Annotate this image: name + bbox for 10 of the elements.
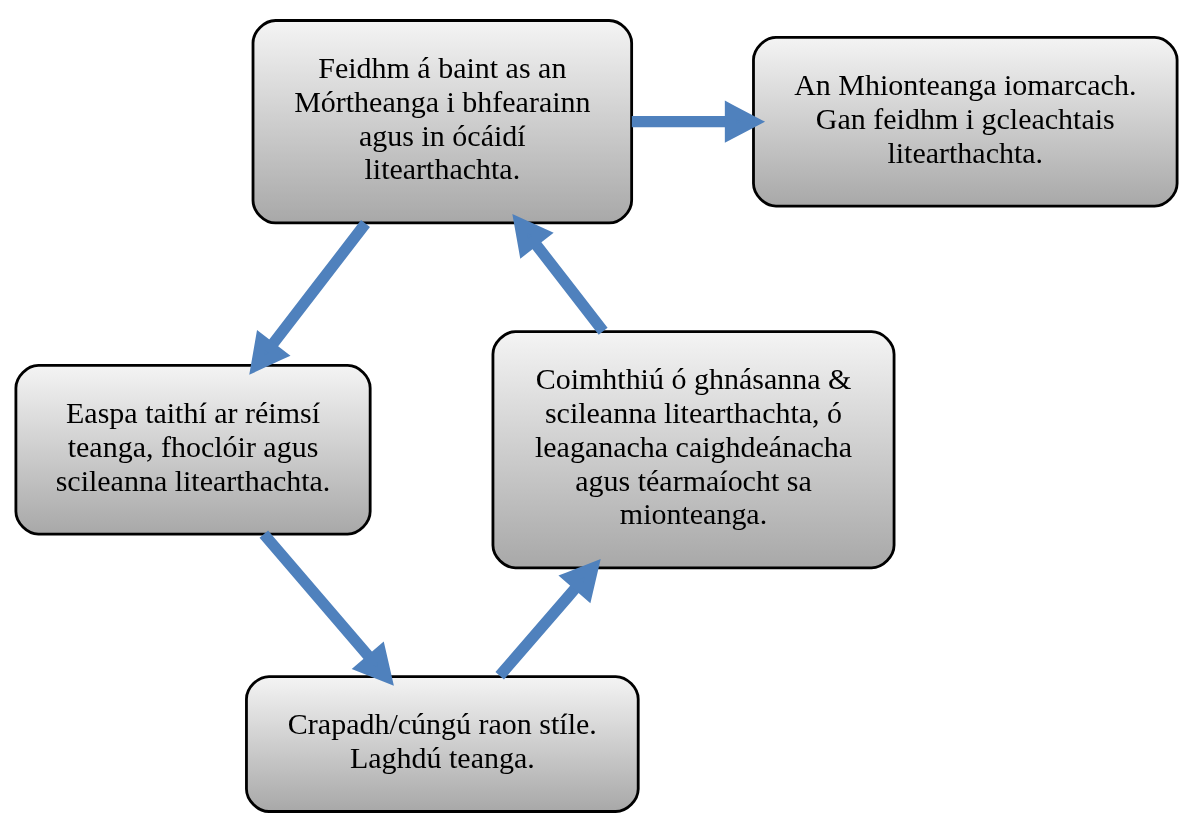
node-box: Crapadh/cúngú raon stíle. Laghdú teanga.: [245, 674, 640, 813]
arrow: [495, 558, 601, 679]
arrow: [631, 100, 766, 143]
arrow: [249, 219, 370, 375]
arrow: [512, 213, 608, 335]
node-box: An Mhionteanga iomarcach. Gan feidhm i gcleachtais litearthachta.: [752, 35, 1179, 207]
node-box: Coimhthiú ó ghnásanna & scileanna litearthachta, ó leaganacha caighdeánacha agus téarmaíocht sa mionteanga.: [491, 329, 896, 569]
node-box: Easpa taithí ar réimsí teanga, fhoclóir agus scileanna litearthachta.: [14, 363, 372, 535]
node-box: Feidhm á baint as an Mórtheanga i bhfearainn agus in ócáidí litearthachta.: [251, 18, 634, 224]
arrow: [259, 529, 394, 686]
